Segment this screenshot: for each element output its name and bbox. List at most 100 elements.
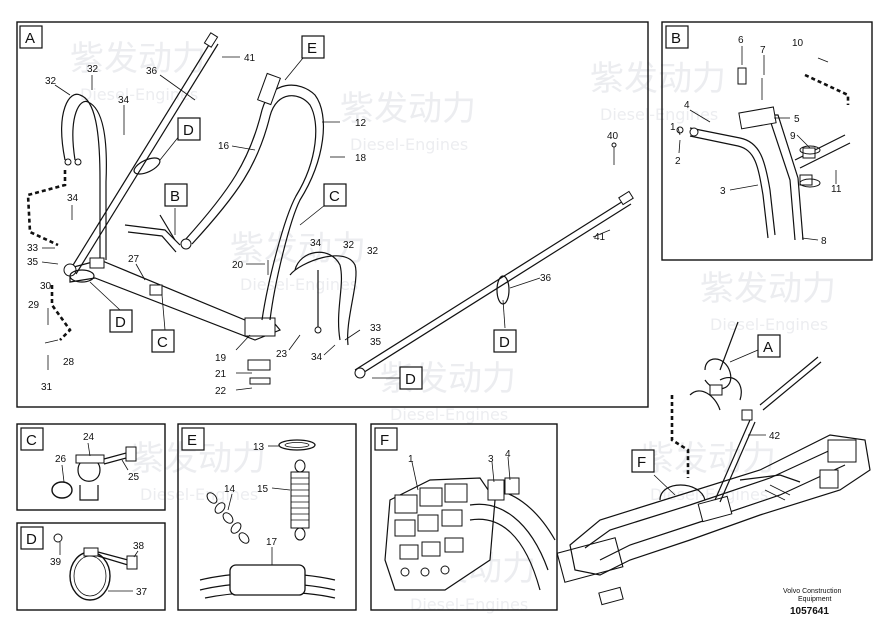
svg-text:23: 23 (276, 349, 288, 360)
callout-e (301, 35, 325, 59)
svg-text:24: 24 (83, 432, 95, 443)
svg-text:38: 38 (133, 541, 145, 552)
callout-d-1 (177, 117, 201, 141)
svg-text:39: 39 (50, 557, 62, 568)
svg-text:32: 32 (343, 240, 355, 251)
hose-sleeve (199, 564, 336, 599)
svg-text:34: 34 (118, 95, 130, 106)
panel-b: B 6 7 10 4 5 1 9 2 11 (661, 21, 873, 261)
callout-d-4 (399, 366, 423, 390)
panel-e-label: E (187, 432, 197, 449)
callout-c-2 (151, 329, 175, 353)
caption-number: 1057641 (790, 606, 829, 617)
control-valve (384, 477, 496, 591)
callout-d-2 (109, 309, 133, 333)
panel-c-label: C (26, 432, 37, 449)
svg-text:Diesel-Engines: Diesel-Engines (600, 105, 718, 124)
panel-c: C 24 26 25 (16, 423, 166, 511)
svg-text:36: 36 (146, 66, 158, 77)
svg-text:紫发动力: 紫发动力 (640, 439, 776, 479)
svg-text:34: 34 (310, 238, 322, 249)
svg-text:3: 3 (720, 186, 726, 197)
svg-text:32: 32 (87, 64, 99, 75)
svg-text:41: 41 (594, 232, 606, 243)
svg-text:Diesel-Engines: Diesel-Engines (350, 135, 468, 154)
svg-text:1: 1 (670, 122, 676, 133)
svg-text:D: D (115, 314, 126, 331)
svg-text:42: 42 (769, 431, 781, 442)
svg-text:D: D (405, 371, 416, 388)
panel-a: A (16, 21, 649, 408)
svg-text:Diesel-Engines: Diesel-Engines (390, 405, 508, 424)
svg-text:B: B (170, 188, 180, 205)
svg-text:30: 30 (40, 281, 52, 292)
svg-text:1: 1 (408, 454, 414, 465)
svg-text:40: 40 (607, 131, 619, 142)
machine-overview: A F 42 (556, 321, 871, 606)
svg-text:10: 10 (792, 38, 804, 49)
svg-text:Diesel-Engines: Diesel-Engines (710, 315, 828, 334)
svg-text:4: 4 (505, 449, 511, 460)
svg-text:18: 18 (355, 153, 367, 164)
svg-text:35: 35 (370, 337, 382, 348)
svg-text:E: E (307, 40, 317, 57)
svg-text:Diesel-Engines: Diesel-Engines (410, 595, 528, 614)
svg-text:3: 3 (488, 454, 494, 465)
svg-text:32: 32 (367, 246, 379, 257)
svg-text:34: 34 (67, 193, 79, 204)
svg-text:41: 41 (244, 53, 256, 64)
caption: Volvo Construction Equipment 1057641 (783, 588, 841, 617)
svg-text:D: D (499, 334, 510, 351)
caption-line1: Volvo Construction (783, 588, 841, 595)
svg-text:28: 28 (63, 357, 75, 368)
svg-text:15: 15 (257, 484, 269, 495)
svg-text:21: 21 (215, 369, 227, 380)
panel-a-label: A (25, 30, 35, 47)
callout-f (631, 449, 655, 473)
svg-text:33: 33 (370, 323, 382, 334)
svg-text:D: D (183, 122, 194, 139)
panel-f-label: F (380, 432, 389, 449)
svg-text:36: 36 (540, 273, 552, 284)
callout-a (757, 334, 781, 358)
panel-d: D 39 38 37 (16, 522, 166, 611)
callout-b (164, 183, 188, 207)
svg-text:12: 12 (355, 118, 367, 129)
svg-text:4: 4 (684, 100, 690, 111)
callout-c-1 (323, 183, 347, 207)
caption-line2: Equipment (798, 596, 832, 603)
svg-text:C: C (329, 188, 340, 205)
svg-text:2: 2 (675, 156, 681, 167)
svg-text:紫发动力: 紫发动力 (700, 269, 836, 309)
svg-text:29: 29 (28, 300, 40, 311)
svg-text:19: 19 (215, 353, 227, 364)
callout-d-3 (493, 329, 517, 353)
svg-text:13: 13 (253, 442, 265, 453)
svg-text:20: 20 (232, 260, 244, 271)
svg-text:9: 9 (790, 131, 796, 142)
panel-d-label: D (26, 531, 37, 548)
spring (290, 459, 310, 541)
svg-text:C: C (157, 334, 168, 351)
svg-text:11: 11 (831, 184, 842, 195)
svg-text:8: 8 (821, 236, 827, 247)
svg-text:A: A (763, 339, 773, 356)
svg-text:Diesel-Engines: Diesel-Engines (650, 485, 768, 504)
svg-text:5: 5 (794, 114, 800, 125)
svg-text:紫发动力: 紫发动力 (340, 89, 476, 129)
svg-text:6: 6 (738, 35, 744, 46)
chain (206, 492, 250, 544)
watermark: 紫发动力 Diesel-Engines 紫发动力 Diesel-Engines … (70, 39, 836, 614)
svg-text:紫发动力: 紫发动力 (70, 39, 206, 79)
panel-f: F 1 3 4 (370, 423, 558, 611)
svg-text:26: 26 (55, 454, 67, 465)
svg-text:33: 33 (27, 243, 39, 254)
svg-text:34: 34 (311, 352, 323, 363)
svg-text:16: 16 (218, 141, 230, 152)
svg-text:31: 31 (41, 382, 53, 393)
svg-text:Diesel-Engines: Diesel-Engines (140, 485, 258, 504)
svg-text:35: 35 (27, 257, 39, 268)
svg-text:32: 32 (45, 76, 57, 87)
svg-text:17: 17 (266, 537, 278, 548)
